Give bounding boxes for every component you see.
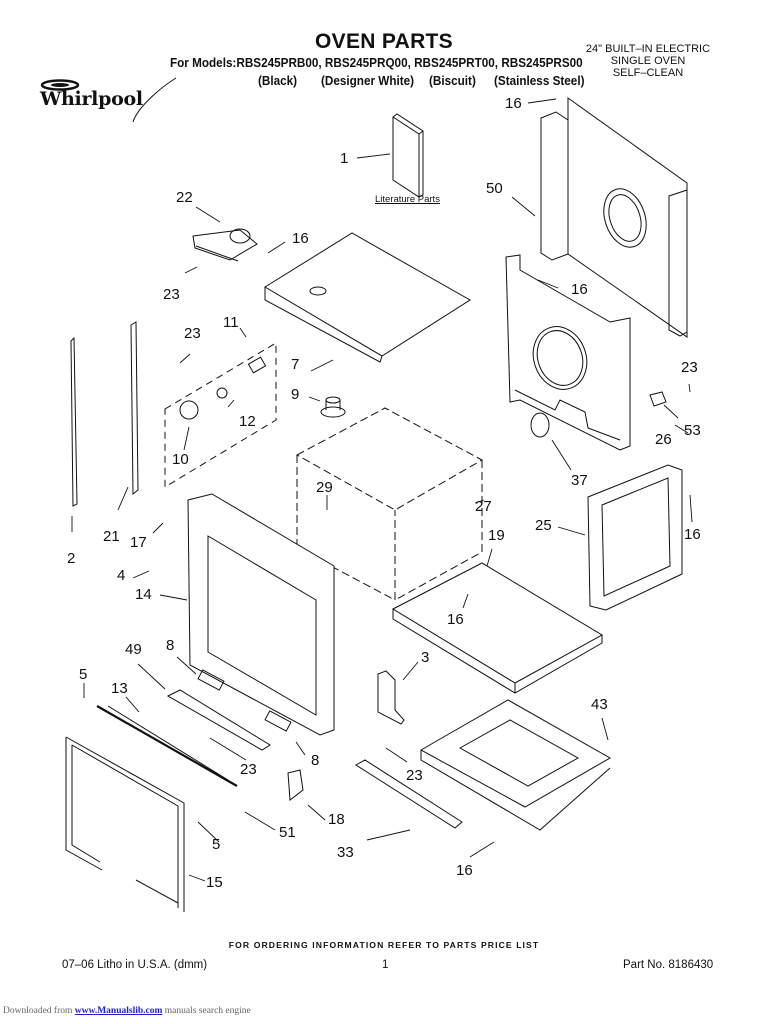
- part-9-sensor: [321, 397, 345, 417]
- part-49-vent: [168, 690, 270, 750]
- part-8-spacer-b: [265, 711, 291, 731]
- callout-16: 16: [456, 862, 473, 879]
- part-21-trim: [131, 322, 138, 494]
- callout-21: 21: [103, 528, 120, 545]
- part-literature-book: [393, 114, 423, 197]
- color-designer-white: (Designer White): [321, 74, 415, 88]
- callout-13: 13: [111, 680, 128, 697]
- ordering-note: FOR ORDERING INFORMATION REFER TO PARTS …: [228, 940, 540, 950]
- callout-51: 51: [279, 824, 296, 841]
- part-18-hinge: [288, 770, 303, 800]
- literature-parts-label: Literature Parts: [375, 194, 440, 205]
- part-51-strip: [97, 706, 237, 786]
- part-19-bottom-panel: [393, 563, 602, 693]
- part-14-front-frame: [188, 494, 334, 735]
- litho-note: 07–06 Litho in U.S.A. (dmm): [62, 959, 208, 971]
- part-43-tray: [421, 700, 610, 830]
- callout-23: 23: [240, 761, 257, 778]
- callout-23: 23: [681, 359, 698, 376]
- part-33-kickplate: [356, 760, 462, 828]
- callout-9: 9: [291, 386, 300, 403]
- part-3-bracket: [378, 671, 404, 724]
- callout-43: 43: [591, 696, 608, 713]
- callout-50: 50: [486, 180, 503, 197]
- part-11-socket: [248, 357, 265, 373]
- callout-37: 37: [571, 472, 588, 489]
- callout-leaders: [72, 99, 692, 881]
- callout-23: 23: [163, 286, 180, 303]
- callout-4: 4: [117, 567, 126, 584]
- callout-18: 18: [328, 811, 345, 828]
- callout-16: 16: [292, 230, 309, 247]
- callout-1: 1: [340, 150, 349, 167]
- callout-5: 5: [79, 666, 88, 683]
- callout-22: 22: [176, 189, 193, 206]
- callout-27: 27: [475, 498, 492, 515]
- product-desc-line-2: SINGLE OVEN: [610, 55, 686, 67]
- callout-2: 2: [67, 550, 76, 567]
- download-suffix: manuals search engine: [162, 1006, 251, 1016]
- callout-23: 23: [184, 325, 201, 342]
- part-10-lens: [180, 401, 198, 419]
- callout-12: 12: [239, 413, 256, 430]
- color-biscuit: (Biscuit): [429, 74, 476, 88]
- callout-15: 15: [206, 874, 223, 891]
- brand-logo: Whirlpool: [40, 88, 143, 110]
- page-number: 1: [382, 959, 389, 971]
- color-stainless-steel: (Stainless Steel): [494, 74, 585, 88]
- download-prefix: Downloaded from: [3, 1006, 75, 1016]
- callout-16: 16: [447, 611, 464, 628]
- part-lamp-group: [165, 343, 276, 487]
- part-50-rear-panel: [541, 98, 687, 337]
- callout-16: 16: [684, 526, 701, 543]
- part-27-oven-cavity: [297, 408, 482, 600]
- part-15-door-gasket: [66, 737, 184, 912]
- part-25-side-panel: [588, 465, 682, 610]
- callout-16: 16: [571, 281, 588, 298]
- callout-29: 29: [316, 479, 333, 496]
- callout-11: 11: [223, 314, 239, 331]
- callout-14: 14: [135, 586, 152, 603]
- callout-23: 23: [406, 767, 423, 784]
- model-numbers: For Models:RBS245PRB00, RBS245PRQ00, RBS…: [170, 56, 583, 70]
- part-37-thermal-cutout: [531, 413, 549, 437]
- callout-5: 5: [212, 836, 221, 853]
- callout-8: 8: [311, 752, 320, 769]
- part-8-spacer-a: [198, 670, 224, 690]
- callout-33: 33: [337, 844, 354, 861]
- part-7-top-panel: [265, 233, 470, 362]
- product-desc-line-1: 24" BUILT–IN ELECTRIC: [585, 43, 711, 55]
- manualslib-link[interactable]: www.Manualslib.com: [74, 1006, 163, 1016]
- part-13-strip: [108, 706, 228, 780]
- callout-16: 16: [505, 95, 522, 112]
- callout-53: 53: [684, 422, 701, 439]
- color-black: (Black): [258, 74, 298, 88]
- part-12-bulb: [217, 388, 227, 398]
- callout-49: 49: [125, 641, 142, 658]
- download-notice: Downloaded from www.Manualslib.com manua…: [3, 1006, 251, 1016]
- callout-25: 25: [535, 517, 552, 534]
- part-53: [650, 392, 666, 406]
- callout-17: 17: [130, 534, 147, 551]
- product-desc-line-3: SELF–CLEAN: [612, 67, 684, 79]
- callout-19: 19: [488, 527, 505, 544]
- callout-10: 10: [172, 451, 189, 468]
- part-2-trim: [71, 338, 77, 506]
- callout-3: 3: [421, 649, 430, 666]
- part-22-lock: [193, 229, 257, 261]
- callout-26: 26: [655, 431, 672, 448]
- whirlpool-logo-swirl-icon: [40, 77, 177, 123]
- part-number: Part No. 8186430: [623, 959, 714, 971]
- page-title: OVEN PARTS: [315, 30, 453, 53]
- callout-7: 7: [291, 356, 300, 373]
- part-26-rear-wall: [506, 255, 630, 450]
- callout-8: 8: [166, 637, 175, 654]
